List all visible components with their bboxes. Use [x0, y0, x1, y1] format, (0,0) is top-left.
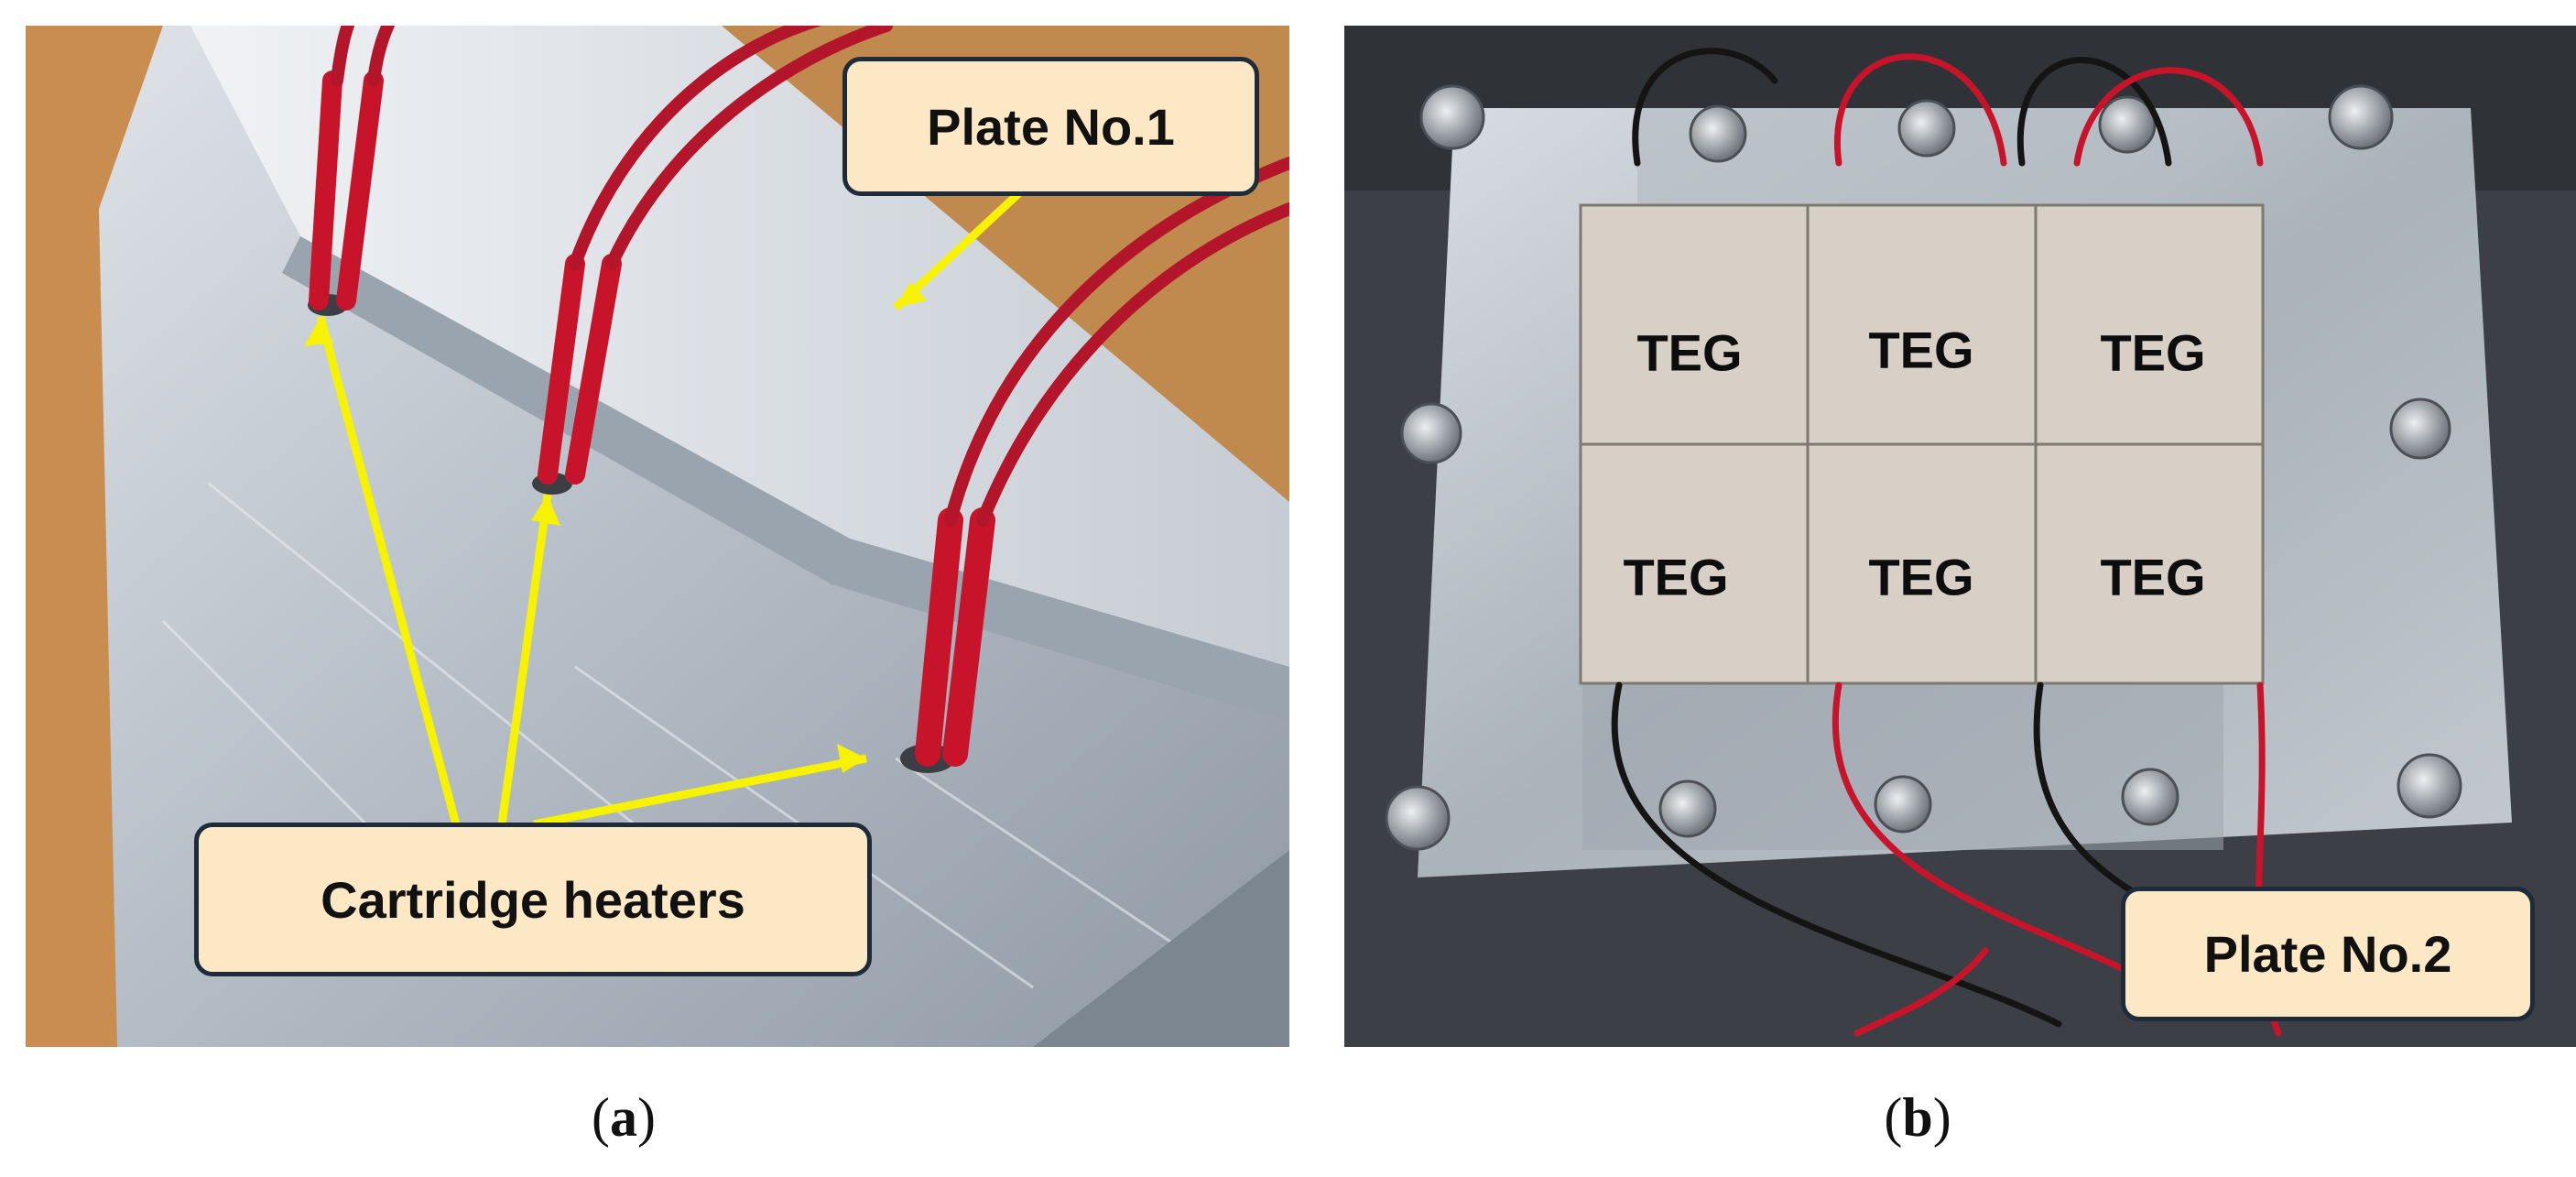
- teg-label-3: TEG: [2100, 323, 2206, 382]
- callout-plate-1: Plate No.1: [842, 57, 1259, 196]
- caption-a: (a): [592, 1086, 656, 1150]
- teg-label-5: TEG: [1868, 548, 1974, 606]
- teg-label-1: TEG: [1636, 323, 1743, 382]
- callout-plate-2-label: Plate No.2: [2203, 925, 2452, 983]
- callout-cartridge-heaters-label: Cartridge heaters: [321, 870, 745, 929]
- teg-label-6: TEG: [2100, 548, 2206, 606]
- caption-b: (b): [1884, 1086, 1951, 1150]
- caption-a-open: (: [592, 1087, 610, 1148]
- photo-plate-2: [1344, 26, 2576, 1047]
- caption-b-letter: b: [1902, 1087, 1933, 1148]
- caption-b-close: ): [1932, 1087, 1951, 1148]
- caption-b-open: (: [1884, 1087, 1903, 1148]
- teg-label-2: TEG: [1868, 321, 1974, 379]
- callout-cartridge-heaters: Cartridge heaters: [194, 823, 872, 976]
- photo-plate-2-drawing: [1344, 26, 2576, 1047]
- callout-plate-1-label: Plate No.1: [927, 97, 1175, 156]
- teg-label-4: TEG: [1623, 548, 1729, 606]
- caption-a-letter: a: [610, 1087, 637, 1148]
- caption-a-close: ): [637, 1087, 656, 1148]
- callout-plate-2: Plate No.2: [2121, 887, 2535, 1021]
